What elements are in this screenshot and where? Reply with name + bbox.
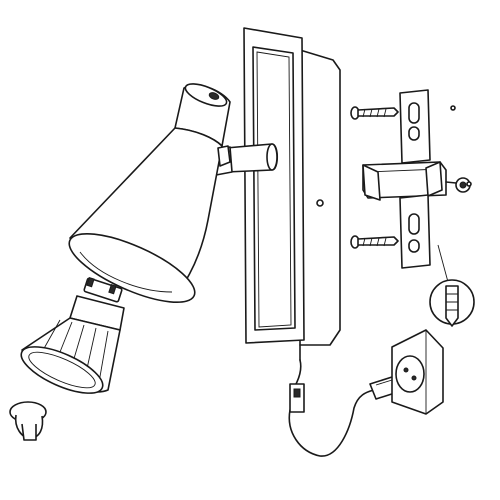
power-cable-icon xyxy=(288,359,375,457)
mounting-bracket-icon xyxy=(362,89,471,269)
inline-switch-icon xyxy=(289,383,305,413)
wall-socket-icon xyxy=(391,329,444,415)
spotlight-shade-icon xyxy=(68,83,231,303)
wall-anchor-icon xyxy=(429,244,475,327)
screw-icon xyxy=(350,105,472,249)
gu10-led-bulb-icon xyxy=(20,276,125,394)
suction-cup-icon xyxy=(9,401,47,441)
wall-plate-icon xyxy=(243,27,341,361)
